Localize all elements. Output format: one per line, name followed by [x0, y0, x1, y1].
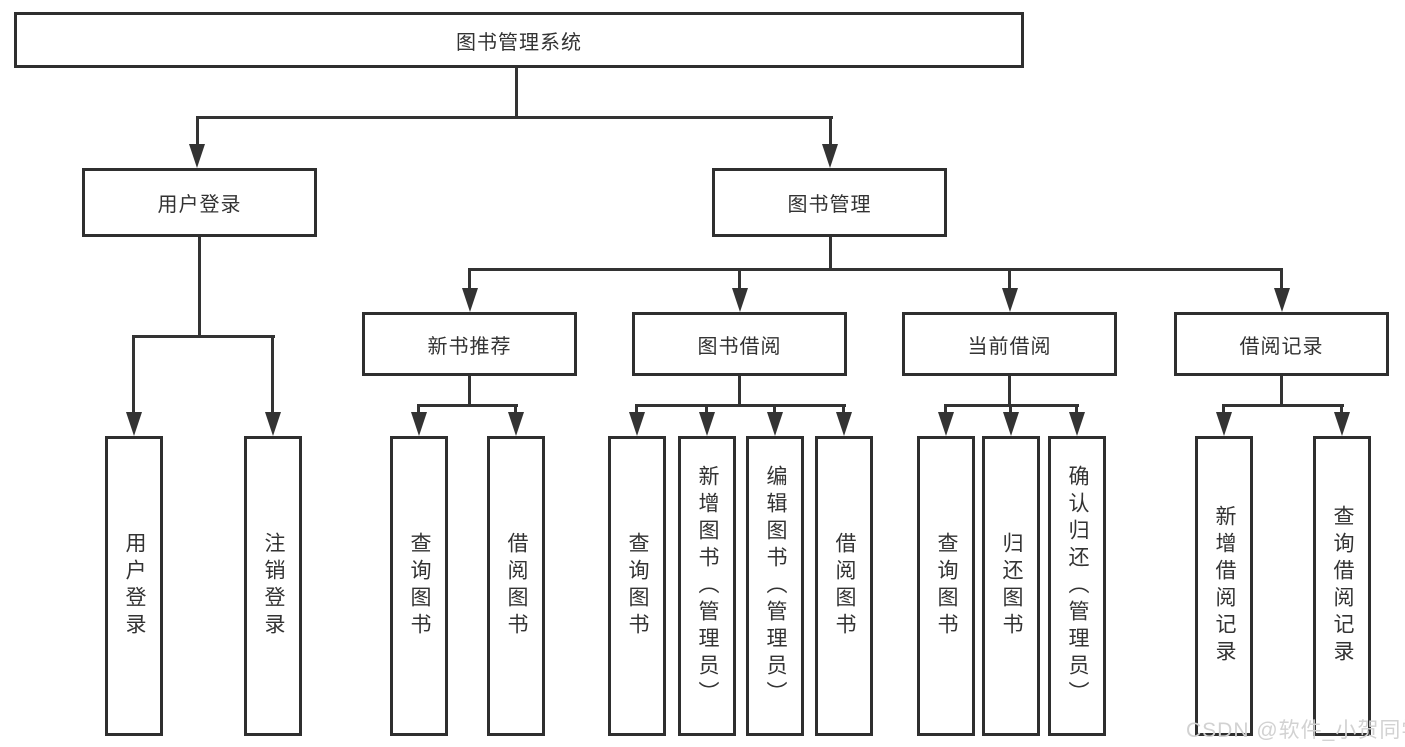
arrow-down-cb1	[938, 412, 954, 436]
arrow-down-br2	[1334, 412, 1350, 436]
csdn-watermark: CSDN @软件_小贺同学	[1186, 719, 1405, 742]
node-book-management: 图书管理	[712, 168, 947, 237]
node-root: 图书管理系统	[14, 12, 1024, 68]
connector-bookmgmt-bus	[468, 268, 1283, 271]
connector-currentborrow-stem	[1008, 376, 1011, 407]
connector-drop-nb2	[514, 404, 517, 416]
connector-drop-leaf-user-login	[132, 335, 135, 415]
leaf-borrow-query-books: 查询图书	[608, 436, 666, 736]
leaf-edit-books-admin: 编辑图书（管理员）	[746, 436, 804, 736]
connector-drop-cb2	[1009, 404, 1012, 416]
leaf-newbook-query-books: 查询图书	[390, 436, 448, 736]
leaf-confirm-return-admin: 确认归还（管理员）	[1048, 436, 1106, 736]
arrow-down-leaf-logout	[265, 412, 281, 436]
leaf-newbook-borrow-books: 借阅图书	[487, 436, 545, 736]
connector-root-bus	[196, 116, 833, 119]
connector-bookmgmt-stem	[829, 237, 832, 271]
connector-drop-br2	[1340, 404, 1343, 416]
connector-newbook-bus	[417, 404, 518, 407]
leaf-borrow-books: 借阅图书	[815, 436, 873, 736]
connector-drop-borrow-record	[1280, 268, 1283, 292]
leaf-add-books-admin: 新增图书（管理员）	[678, 436, 736, 736]
connector-userlogin-stem	[198, 237, 201, 338]
connector-drop-book-borrow	[738, 268, 741, 292]
connector-borrowrecord-stem	[1280, 376, 1283, 407]
arrow-down-bb2	[699, 412, 715, 436]
connector-drop-cb3	[1075, 404, 1078, 416]
arrow-down-cb3	[1069, 412, 1085, 436]
connector-borrowrecord-bus	[1222, 404, 1344, 407]
node-book-borrow: 图书借阅	[632, 312, 847, 376]
connector-drop-nb1	[417, 404, 420, 416]
arrow-down-br1	[1216, 412, 1232, 436]
connector-drop-current-borrow	[1008, 268, 1011, 292]
leaf-return-books: 归还图书	[982, 436, 1040, 736]
arrow-down-user-login	[189, 144, 205, 168]
connector-drop-new-book	[468, 268, 471, 292]
arrow-down-current-borrow	[1002, 288, 1018, 312]
arrow-down-nb1	[411, 412, 427, 436]
connector-drop-bb3	[773, 404, 776, 416]
connector-bookborrow-bus	[635, 404, 846, 407]
arrow-down-bb1	[629, 412, 645, 436]
node-user-login: 用户登录	[82, 168, 317, 237]
leaf-logout: 注销登录	[244, 436, 302, 736]
connector-drop-book-management	[829, 116, 832, 148]
leaf-query-borrow-record: 查询借阅记录	[1313, 436, 1371, 736]
arrow-down-cb2	[1003, 412, 1019, 436]
connector-drop-bb2	[705, 404, 708, 416]
connector-userlogin-bus	[132, 335, 275, 338]
arrow-down-book-management	[822, 144, 838, 168]
arrow-down-borrow-record	[1274, 288, 1290, 312]
connector-newbook-stem	[468, 376, 471, 407]
connector-drop-bb1	[635, 404, 638, 416]
connector-drop-bb4	[842, 404, 845, 416]
arrow-down-bb3	[767, 412, 783, 436]
connector-drop-leaf-logout	[271, 335, 274, 415]
node-current-borrow: 当前借阅	[902, 312, 1117, 376]
leaf-add-borrow-record: 新增借阅记录	[1195, 436, 1253, 736]
connector-root-stem	[515, 68, 518, 118]
connector-drop-cb1	[944, 404, 947, 416]
arrow-down-nb2	[508, 412, 524, 436]
connector-drop-br1	[1222, 404, 1225, 416]
leaf-user-login: 用户登录	[105, 436, 163, 736]
arrow-down-book-borrow	[732, 288, 748, 312]
connector-drop-user-login	[196, 116, 199, 148]
connector-bookborrow-stem	[738, 376, 741, 407]
arrow-down-bb4	[836, 412, 852, 436]
node-borrow-record: 借阅记录	[1174, 312, 1389, 376]
leaf-current-query-books: 查询图书	[917, 436, 975, 736]
node-new-book-recommend: 新书推荐	[362, 312, 577, 376]
arrow-down-leaf-user-login	[126, 412, 142, 436]
arrow-down-new-book	[462, 288, 478, 312]
